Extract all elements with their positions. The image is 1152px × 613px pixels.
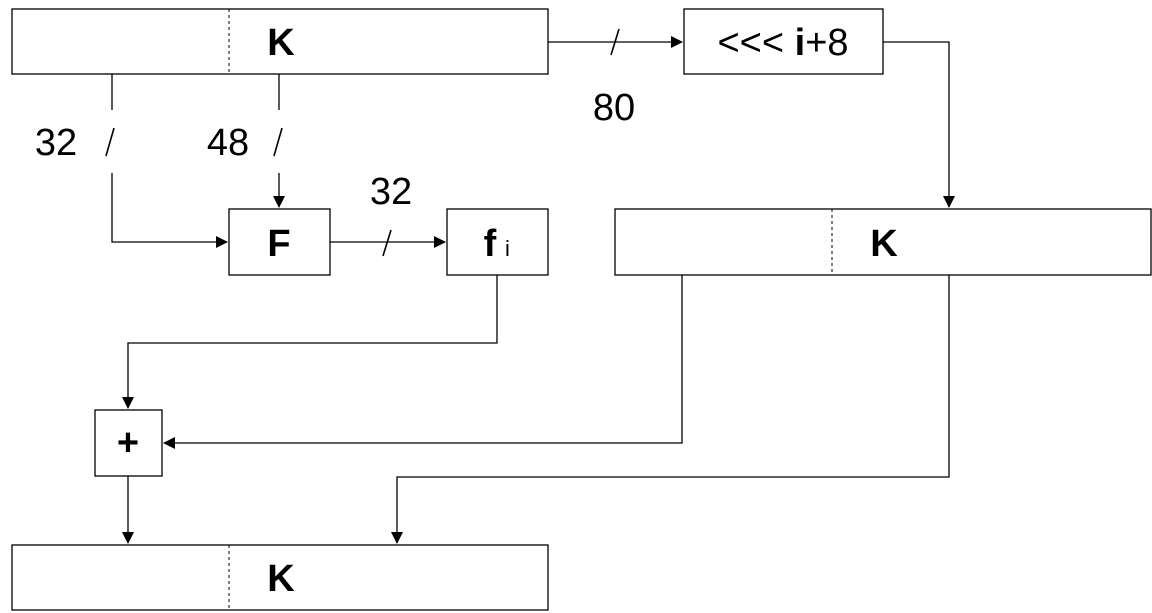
fi-label: f <box>484 223 497 265</box>
k-bottom-label: K <box>267 558 295 600</box>
bus-width-48: 48 <box>207 122 249 164</box>
wire-fi-to-adder <box>122 275 498 409</box>
slash-left-tap <box>105 127 115 157</box>
adder-label: + <box>117 422 139 464</box>
rotate-block: <<< i+8 <box>683 8 884 75</box>
k-top-label: K <box>267 22 295 64</box>
adder-block: + <box>94 409 163 477</box>
wire-left-tap-to-f <box>111 74 227 242</box>
bus-width-32-left: 32 <box>35 122 77 164</box>
bus-width-80: 80 <box>593 87 635 129</box>
slash-to-rotate <box>610 28 620 56</box>
slash-right-tap <box>273 127 283 157</box>
fi-block: f i <box>446 208 549 276</box>
wire-k-right-to-k-bottom <box>391 275 950 544</box>
fi-subscript: i <box>505 236 510 261</box>
k-right-label: K <box>870 223 898 265</box>
f-label: F <box>267 223 290 265</box>
k-top-register: K <box>11 8 549 75</box>
rotate-label: <<< i+8 <box>717 22 848 64</box>
bus-width-32-f: 32 <box>370 171 412 213</box>
wire-k-right-to-adder <box>163 275 683 449</box>
wire-rotate-to-k-right <box>883 41 955 208</box>
f-block: F <box>228 208 331 276</box>
k-bottom-register: K <box>11 544 549 611</box>
slash-f-out <box>382 229 392 257</box>
k-right-register: K <box>614 208 1152 276</box>
